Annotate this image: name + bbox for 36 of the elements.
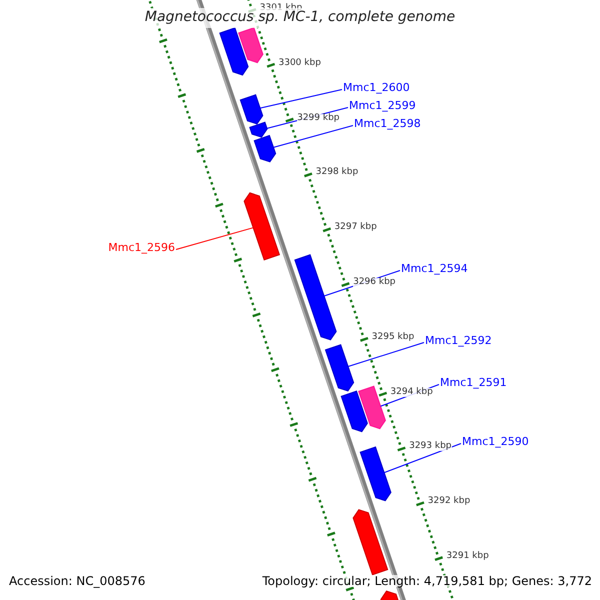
gene-label: Mmc1_2599: [349, 100, 416, 111]
gene-feature: [244, 192, 280, 261]
gene-feature: [352, 509, 388, 576]
gene-label: Mmc1_2598: [354, 118, 421, 129]
tick-label: 3297 kbp: [334, 223, 377, 232]
tick-label: 3300 kbp: [278, 58, 321, 68]
leader-line: [260, 89, 342, 109]
leader-line: [176, 227, 254, 250]
tick-label: 3292 kbp: [428, 497, 470, 506]
footer-text: Topology: circular; Length: 4,719,581 bp; Genes: 3,772: [262, 575, 592, 587]
tick-label: 3299 kbp: [297, 114, 340, 123]
gene-feature: [294, 254, 337, 340]
gene-feature: [219, 27, 249, 76]
gene-feature: [360, 446, 392, 502]
gene-feature: [358, 386, 386, 430]
tick-label: 3296 kbp: [353, 278, 396, 287]
gene-feature: [340, 390, 368, 432]
gene-label: Mmc1_2592: [425, 335, 492, 346]
gene-feature: [238, 27, 264, 64]
tick-label: 3294 kbp: [390, 388, 433, 397]
leader-line: [384, 443, 462, 474]
tick-label: 3291 kbp: [446, 552, 489, 562]
gene-label: Mmc1_2591: [440, 377, 507, 388]
tick-label: 3295 kbp: [372, 332, 414, 342]
gene-label: Mmc1_2600: [343, 82, 410, 93]
title: Magnetococcus sp. MC-1, complete genome: [144, 10, 456, 24]
footer-text: Accession: NC_008576: [9, 575, 146, 587]
gene-feature: [324, 344, 354, 392]
gene-label: Mmc1_2596: [108, 242, 175, 253]
leader-line: [348, 342, 424, 367]
tick-label: 3293 kbp: [409, 442, 452, 452]
gene-feature: [249, 122, 268, 138]
gene-label: Mmc1_2590: [462, 436, 529, 447]
gene-label: Mmc1_2594: [401, 263, 468, 274]
leader-line: [273, 125, 354, 148]
tick-label: 3298 kbp: [316, 168, 358, 178]
